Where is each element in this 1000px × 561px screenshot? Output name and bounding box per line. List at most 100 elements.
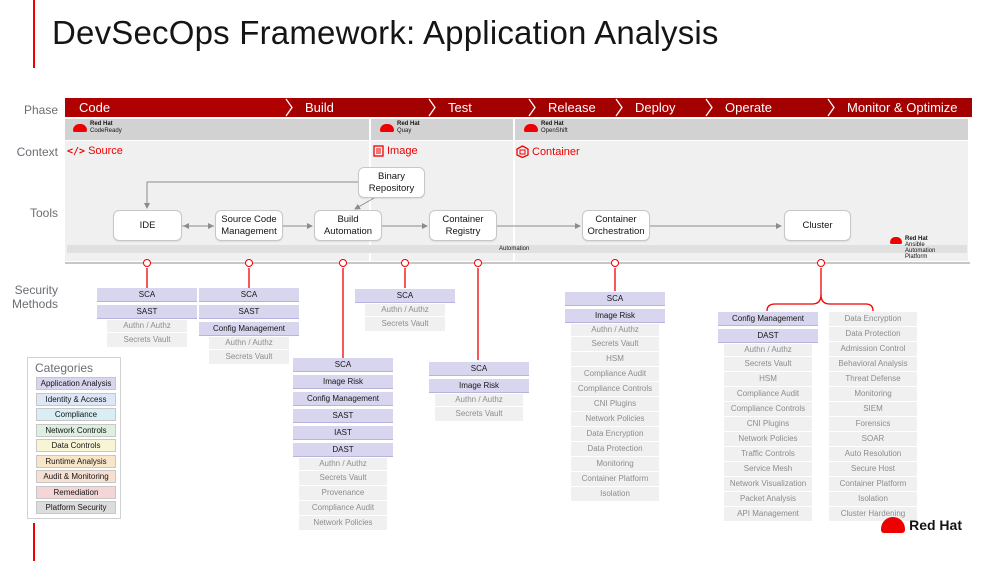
phase-code: Code [65, 98, 291, 117]
category-application-analysis: Application Analysis [36, 377, 116, 390]
security-method: SCA [429, 362, 529, 376]
security-method: Config Management [718, 312, 818, 326]
automation-bar [67, 245, 967, 253]
phase-operate: Operate [711, 98, 833, 117]
phase-code-label: Code [79, 100, 111, 115]
security-extra: Isolation [829, 492, 917, 506]
chevron-2 [428, 98, 436, 117]
ansible-product: Ansible Automation Platform [905, 242, 936, 260]
arrow-binary-to-build [354, 197, 375, 210]
security-extra: Packet Analysis [724, 492, 812, 506]
redhat-hat-icon [881, 517, 906, 533]
security-method: Image Risk [565, 309, 665, 323]
security-extra: Network Visualization [724, 477, 812, 491]
security-extra: Compliance Audit [724, 387, 812, 401]
security-method: SCA [355, 289, 455, 303]
security-extra: Data Protection [829, 327, 917, 341]
category-compliance: Compliance [36, 408, 116, 421]
security-extra: Threat Defense [829, 372, 917, 386]
row-label-context: Context [16, 145, 58, 159]
security-method: SAST [199, 305, 299, 319]
row-label-security-line2: Methods [11, 297, 58, 311]
tool-ide: IDE [113, 210, 182, 241]
codeready-product: CodeReady [90, 128, 122, 134]
phase-deploy-label: Deploy [635, 100, 676, 115]
security-extra: Secrets Vault [209, 350, 289, 364]
security-extra: Authn / Authz [107, 320, 187, 332]
chevron-4 [615, 98, 623, 117]
context-band-source [65, 119, 369, 140]
security-method: DAST [718, 329, 818, 343]
security-extra: API Management [724, 507, 812, 521]
phase-bar: Code Build Test Release Deploy Operate M… [65, 98, 972, 117]
security-extra: Traffic Controls [724, 447, 812, 461]
security-method: SAST [293, 409, 393, 423]
pin-build [339, 259, 347, 267]
security-extra: Provenance [299, 486, 387, 500]
security-extra: Compliance Controls [571, 382, 659, 396]
security-extra: Forensics [829, 417, 917, 431]
code-icon: </> [67, 145, 86, 157]
redhat-hat-icon [524, 124, 538, 132]
pin-orchestration [611, 259, 619, 267]
security-build: SCA Image Risk Config Management SAST IA… [293, 358, 393, 530]
context-panel-image [371, 141, 513, 261]
security-extra: Network Policies [571, 412, 659, 426]
security-extra: HSM [571, 352, 659, 366]
security-extra: Secrets Vault [365, 317, 445, 331]
security-extra: Network Policies [724, 432, 812, 446]
security-extra: Auto Resolution [829, 447, 917, 461]
row-label-phase: Phase [23, 103, 58, 117]
redhat-logo-text: Red Hat [909, 517, 962, 533]
phase-test: Test [434, 98, 534, 117]
codeready-brand: Red Hat [90, 121, 113, 127]
context-image: Image [373, 145, 418, 157]
phase-monitor-label: Monitor & Optimize [847, 100, 958, 115]
security-scm: SCA SAST Config Management Authn / Authz… [199, 288, 299, 364]
security-extra: Secure Host [829, 462, 917, 476]
quay-product: Quay [397, 128, 412, 134]
security-extra: Compliance Controls [724, 402, 812, 416]
security-extra: Authn / Authz [435, 394, 523, 406]
security-method: SCA [97, 288, 197, 302]
security-extra: CNI Plugins [724, 417, 812, 431]
phase-build: Build [291, 98, 434, 117]
security-extra: Compliance Audit [299, 501, 387, 515]
quay-brand: Red Hat [397, 121, 420, 127]
security-extra: Service Mesh [724, 462, 812, 476]
security-extra: SIEM [829, 402, 917, 416]
security-extra: Secrets Vault [107, 333, 187, 347]
redhat-hat-icon [380, 124, 394, 132]
security-extra: CNI Plugins [571, 397, 659, 411]
phase-operate-label: Operate [725, 100, 772, 115]
security-extra: HSM [724, 372, 812, 386]
openshift-product: OpenShift [541, 128, 568, 134]
accent-line-top [33, 0, 35, 68]
security-ide: SCA SAST Authn / Authz Secrets Vault [97, 288, 197, 347]
security-extra: Container Platform [829, 477, 917, 491]
security-method: Image Risk [293, 375, 393, 389]
category-data-controls: Data Controls [36, 439, 116, 452]
security-extra: Data Encryption [571, 427, 659, 441]
phase-chevrons [285, 98, 835, 117]
phase-release: Release [534, 98, 621, 117]
categories-legend: Categories Application Analysis Identity… [27, 357, 121, 519]
security-extra: Isolation [571, 487, 659, 501]
pin-registry [474, 259, 482, 267]
security-extra: Compliance Audit [571, 367, 659, 381]
context-source-label: Source [88, 145, 123, 157]
context-container: Container [516, 145, 580, 158]
security-extra: Data Protection [571, 442, 659, 456]
security-extra: Authn / Authz [299, 458, 387, 470]
security-method: SCA [199, 288, 299, 302]
security-extra: Authn / Authz [365, 304, 445, 316]
security-extra: Data Encryption [829, 312, 917, 326]
categories-title: Categories [35, 361, 94, 375]
chevron-6 [827, 98, 835, 117]
pin-cluster [817, 259, 825, 267]
drop-cluster-right [820, 294, 874, 312]
phase-release-label: Release [548, 100, 596, 115]
